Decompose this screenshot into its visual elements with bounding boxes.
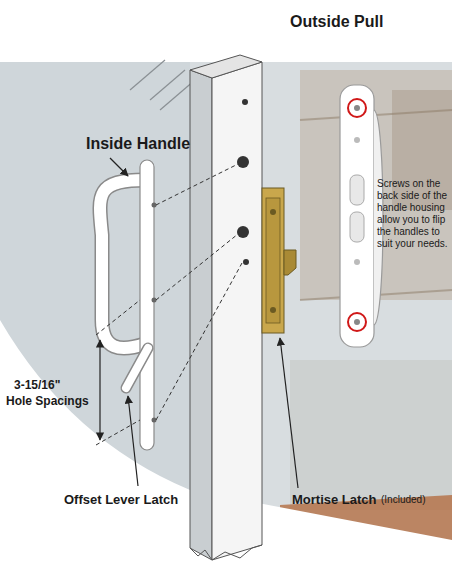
dimension-value: 3-15/16" (14, 378, 60, 392)
part-name: Mortise Latch (292, 492, 377, 508)
part-name: Outside Pull (290, 12, 383, 31)
part-note: (Included) (381, 494, 425, 506)
part-name: Offset Lever Latch (64, 492, 178, 508)
note-text: Screws on the back side of the handle ho… (377, 178, 448, 250)
part-name: Inside Handle (86, 134, 190, 153)
dimension-text: Hole Spacings (6, 394, 89, 408)
